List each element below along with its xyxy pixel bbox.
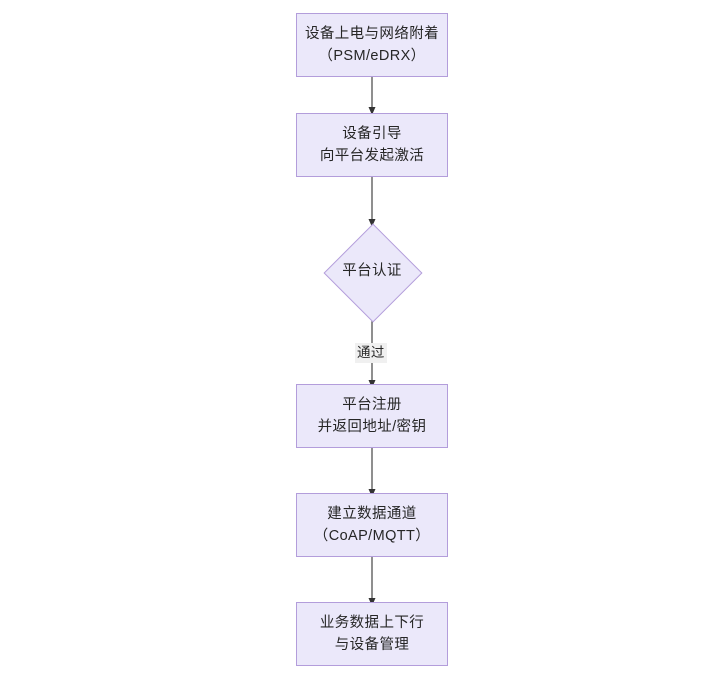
edge-n5-n6	[368, 555, 376, 606]
edge-label-pass: 通过	[355, 343, 387, 363]
node-platform-authentication[interactable]: 平台认证	[323, 223, 423, 323]
node-text-line: （PSM/eDRX）	[318, 48, 426, 64]
node-establish-data-channel[interactable]: 建立数据通道 （CoAP/MQTT）	[296, 493, 448, 557]
node-text-line: 设备引导	[342, 125, 402, 142]
node-text-line: 平台认证	[342, 263, 402, 280]
node-business-data-and-device-management[interactable]: 业务数据上下行 与设备管理	[296, 602, 448, 666]
node-device-power-on[interactable]: 设备上电与网络附着 （PSM/eDRX）	[296, 13, 448, 77]
edge-n4-n5	[368, 446, 376, 497]
node-text-line: 平台注册	[342, 396, 402, 413]
edge-n2-n3	[368, 175, 376, 227]
node-text-line: 向平台发起激活	[319, 148, 425, 164]
node-text-line: （CoAP/MQTT）	[313, 528, 431, 544]
node-text-line: 业务数据上下行	[319, 614, 425, 631]
node-text-line: 建立数据通道	[327, 505, 417, 522]
node-device-bootstrap[interactable]: 设备引导 向平台发起激活	[296, 113, 448, 177]
node-text-line: 设备上电与网络附着	[304, 25, 440, 42]
node-platform-registration[interactable]: 平台注册 并返回地址/密钥	[296, 384, 448, 448]
edge-n1-n2	[368, 75, 376, 115]
node-text-line: 并返回地址/密钥	[317, 419, 427, 435]
node-text-line: 与设备管理	[334, 637, 410, 653]
